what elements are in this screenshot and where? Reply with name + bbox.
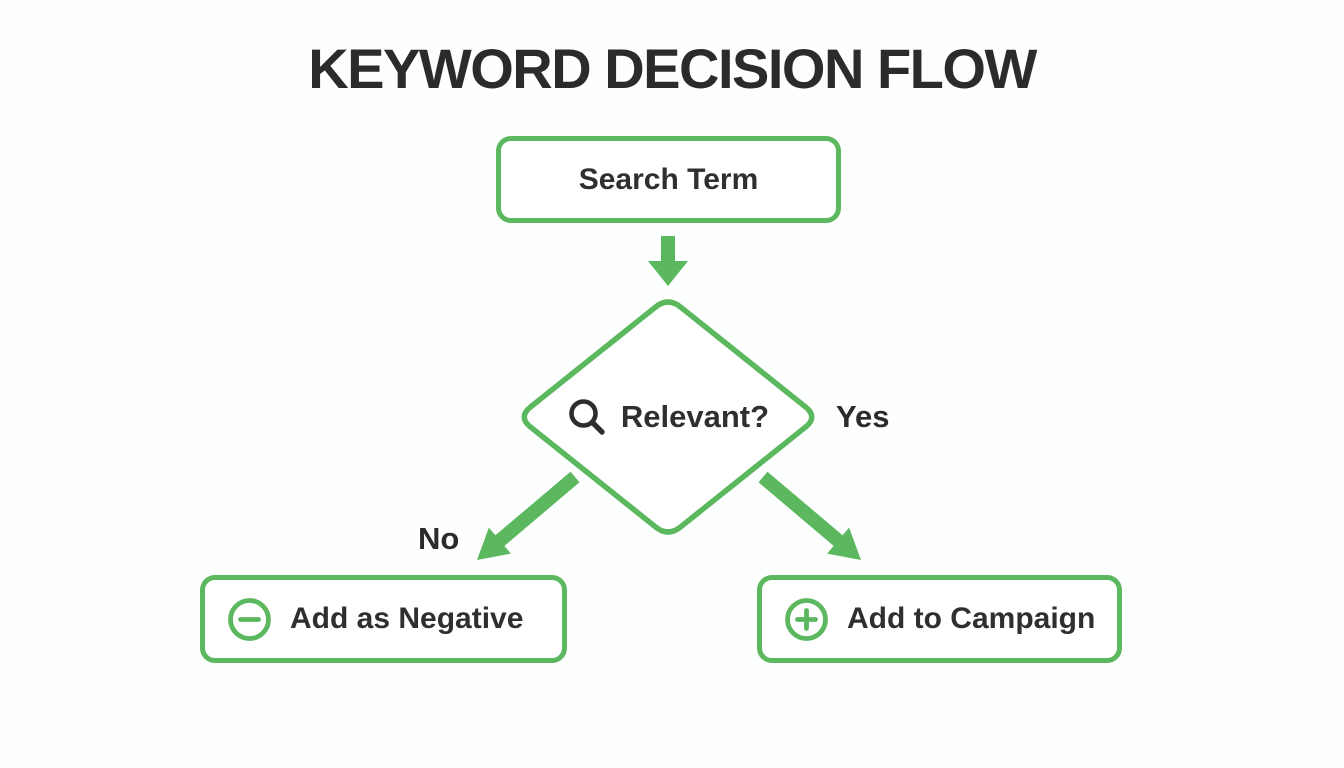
search-term-node: Search Term xyxy=(496,136,841,223)
add-as-negative-label: Add as Negative xyxy=(290,602,524,635)
search-icon xyxy=(569,399,605,435)
plus-circle-icon xyxy=(785,597,828,641)
page-title: KEYWORD DECISION FLOW xyxy=(308,37,1037,100)
decision-node: Relevant? xyxy=(518,391,818,443)
no-branch-arrow xyxy=(477,471,580,560)
search-term-label: Search Term xyxy=(578,162,759,196)
no-edge-label: No xyxy=(418,521,460,556)
decision-diamond-shape xyxy=(521,299,815,535)
down-arrow-connector xyxy=(648,236,688,286)
yes-branch-arrow xyxy=(758,471,861,560)
add-to-campaign-label: Add to Campaign xyxy=(847,602,1096,635)
decision-label: Relevant? xyxy=(620,399,770,434)
minus-circle-icon xyxy=(228,597,271,641)
add-as-negative-node: Add as Negative xyxy=(200,575,567,663)
yes-edge-label: Yes xyxy=(836,399,890,434)
add-to-campaign-node: Add to Campaign xyxy=(757,575,1122,663)
